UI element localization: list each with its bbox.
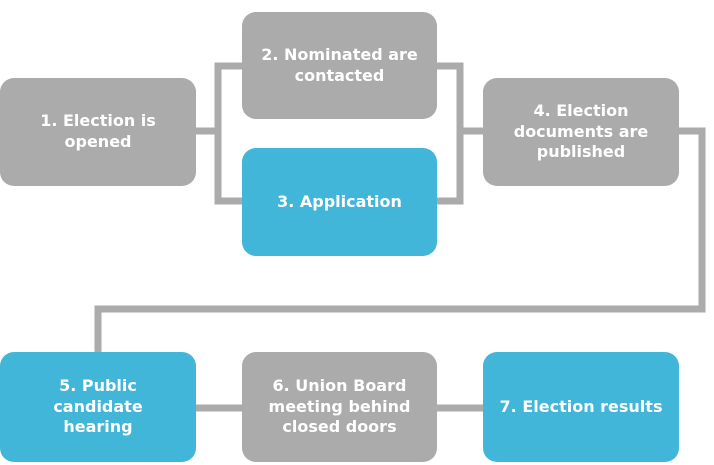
step-6-box: 6. Union Board meeting behind closed doo… — [242, 352, 437, 462]
step-5-label: 5. Public candidate hearing — [53, 375, 143, 437]
step-3-label: 3. Application — [277, 191, 402, 211]
step-3-box: 3. Application — [242, 148, 437, 256]
step-5-box: 5. Public candidate hearing — [0, 352, 196, 462]
step-1-label: 1. Election is opened — [40, 111, 156, 151]
connector-split-bracket — [214, 62, 242, 205]
step-4-label: 4. Election documents are published — [513, 100, 649, 162]
step-7-label: 7. Election results — [499, 396, 663, 416]
step-1-box: 1. Election is opened — [0, 78, 196, 186]
connector-merge-bracket — [437, 62, 464, 205]
connector-4-to-5 — [94, 127, 706, 352]
step-4-box: 4. Election documents are published — [483, 78, 679, 186]
step-7-box: 7. Election results — [483, 352, 679, 462]
step-6-label: 6. Union Board meeting behind closed doo… — [268, 375, 411, 437]
step-2-box: 2. Nominated are contacted — [242, 12, 437, 119]
step-2-label: 2. Nominated are contacted — [261, 44, 418, 85]
